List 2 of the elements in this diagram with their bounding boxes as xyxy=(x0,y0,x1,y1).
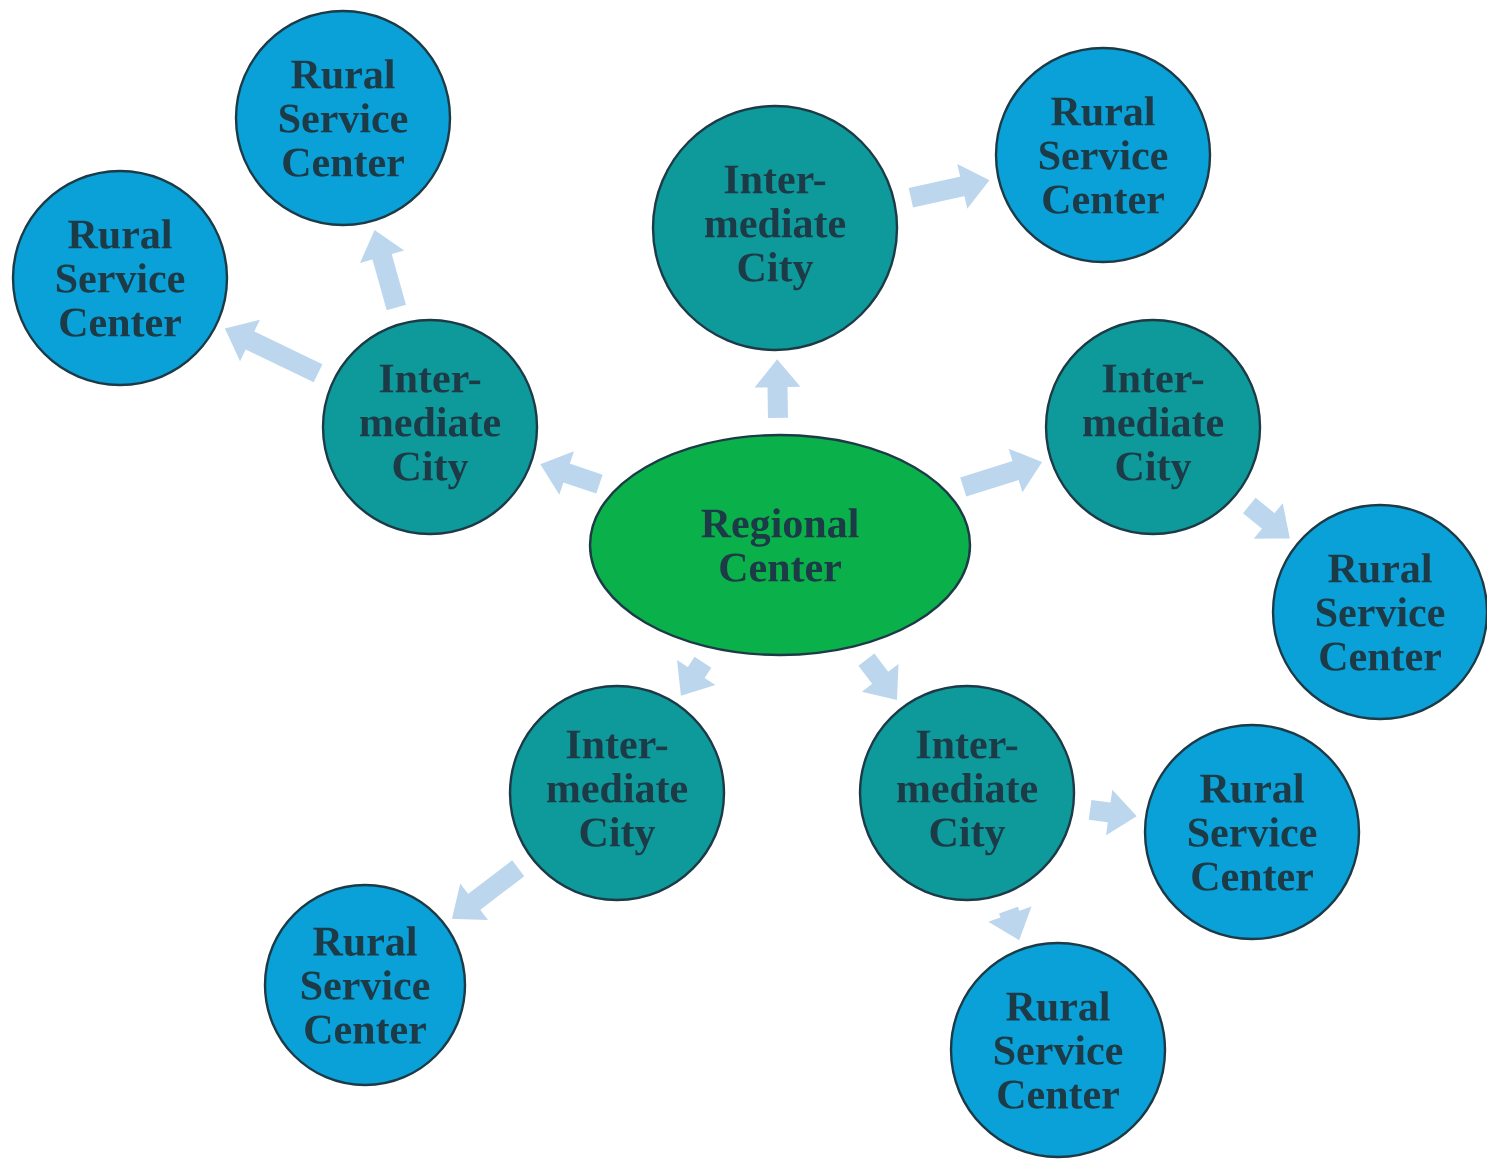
block-arrow xyxy=(1242,497,1290,539)
block-arrow xyxy=(452,860,525,921)
